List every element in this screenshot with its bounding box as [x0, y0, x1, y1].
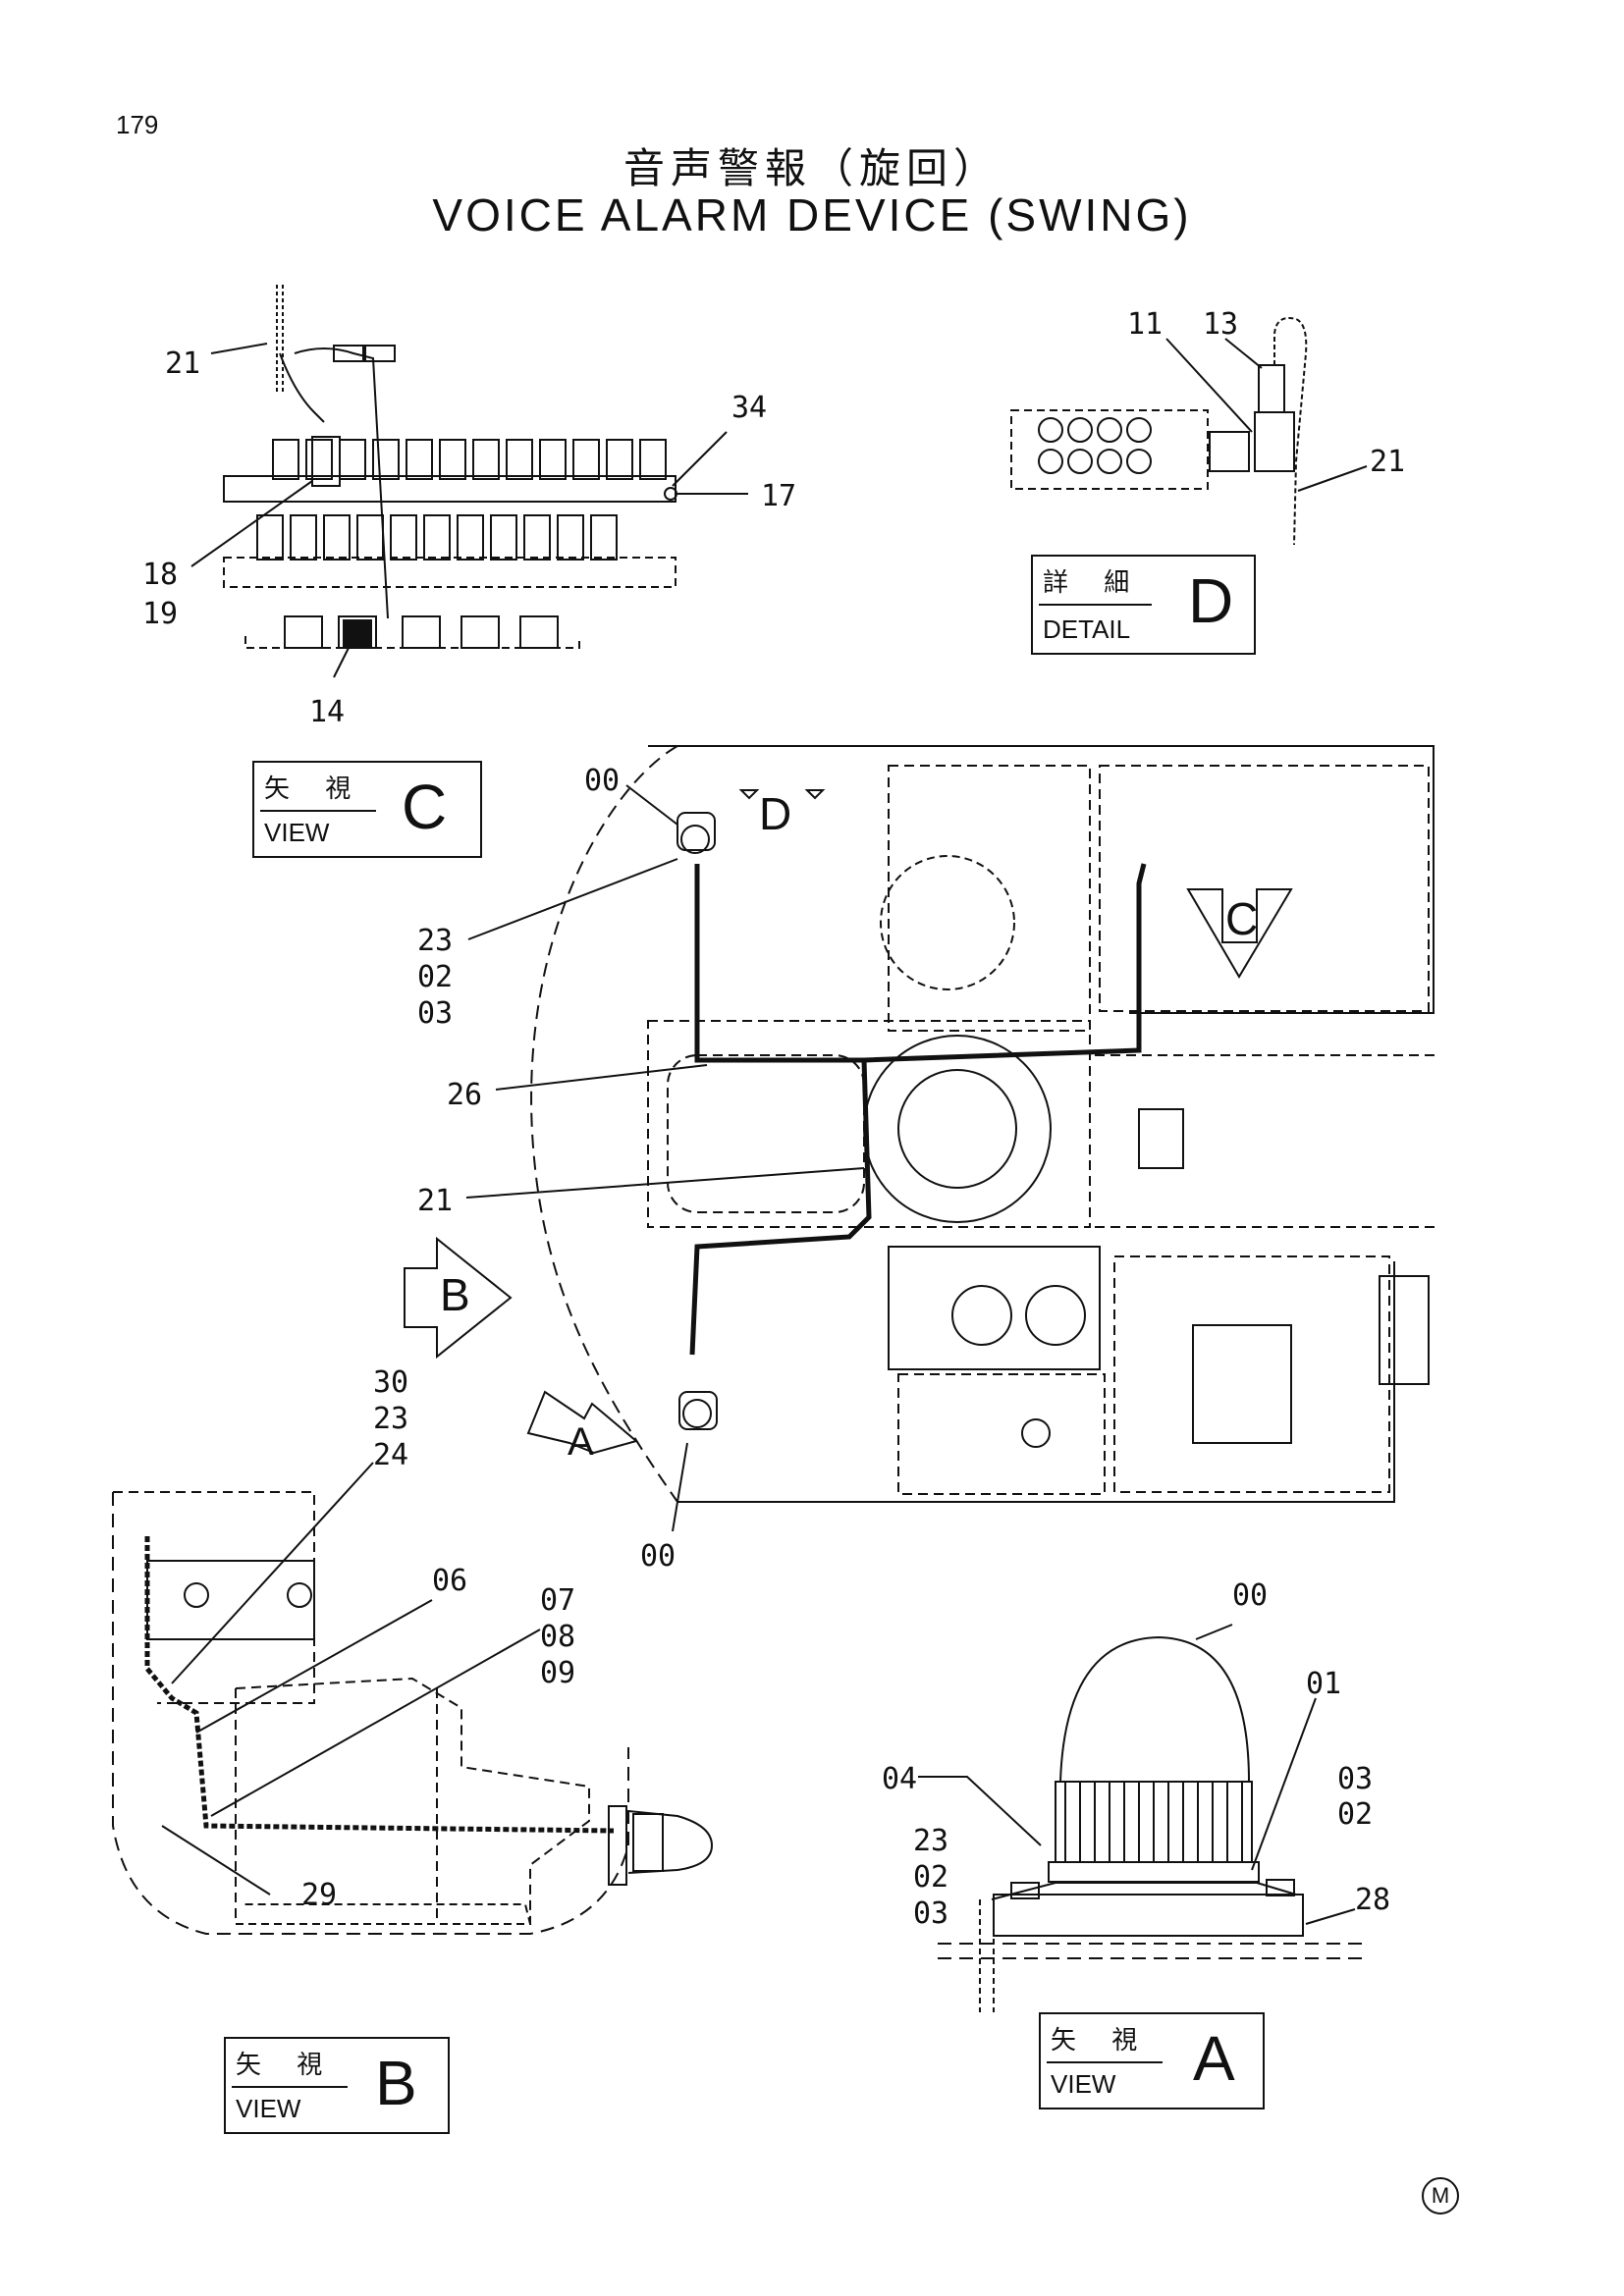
callout-26: 26: [447, 1078, 482, 1112]
callout-00-top: 00: [584, 764, 620, 798]
callout-28: 28: [1355, 1883, 1390, 1917]
view-b-box-jp: 矢 視: [236, 2051, 337, 2080]
title-japanese: 音声警報（旋回）: [623, 144, 1001, 192]
callout-30: 30: [373, 1365, 408, 1400]
callout-07: 07: [540, 1583, 575, 1618]
arrow-a-letter: A: [568, 1420, 594, 1464]
callout-14: 14: [309, 695, 345, 729]
view-c-box: 矢 視 VIEW C: [252, 761, 482, 858]
view-b-box-letter: B: [375, 2048, 417, 2118]
corner-m-mark: M: [1422, 2177, 1459, 2215]
view-a-box-en: VIEW: [1051, 2069, 1116, 2099]
callout-00-bottom: 00: [640, 1539, 676, 1574]
callout-labels: 21 34 17 18 19 14 11 13 21 00 23 02 03 2…: [142, 307, 1405, 1931]
callout-34: 34: [731, 391, 767, 425]
detail-d-valve: [1010, 317, 1308, 546]
detail-d-box-jp: 詳 細: [1043, 568, 1144, 598]
leader-lines: [161, 338, 1368, 1925]
callout-04: 04: [882, 1762, 917, 1796]
view-a-box-jp: 矢 視: [1051, 2026, 1152, 2056]
view-a-box: 矢 視 VIEW A: [1039, 2012, 1265, 2109]
callout-06: 06: [432, 1564, 467, 1598]
callout-02-main: 02: [417, 960, 453, 994]
callout-21-view-c: 21: [165, 347, 200, 381]
callout-21-main: 21: [417, 1184, 453, 1218]
view-c-box-jp: 矢 視: [264, 774, 365, 804]
detail-d-box-letter: D: [1188, 565, 1234, 636]
view-b-box: 矢 視 VIEW B: [224, 2037, 450, 2134]
callout-23-view-a: 23: [913, 1824, 948, 1858]
callout-17: 17: [761, 479, 796, 513]
callout-18: 18: [142, 558, 178, 592]
callout-02-view-a-right: 02: [1337, 1797, 1373, 1832]
detail-d-marker-letter: D: [759, 788, 791, 839]
view-c-fuse-box: [223, 285, 677, 649]
callout-23-view-b: 23: [373, 1402, 408, 1436]
callout-23-main: 23: [417, 924, 453, 958]
view-c-box-letter: C: [402, 772, 448, 842]
page-number: 179: [116, 110, 159, 139]
view-a-alarm: [938, 1635, 1365, 2012]
detail-d-box: 詳 細 DETAIL D: [1031, 555, 1256, 655]
view-b-box-en: VIEW: [236, 2094, 301, 2123]
main-machine-view: [404, 745, 1438, 1503]
arrow-b-letter: B: [440, 1269, 470, 1320]
callout-03-view-a-right: 03: [1337, 1762, 1373, 1796]
callout-02-view-a-left: 02: [913, 1860, 948, 1895]
callout-09: 09: [540, 1656, 575, 1690]
arrow-c-letter: C: [1225, 893, 1258, 944]
view-b: [112, 1491, 714, 1935]
view-a-box-letter: A: [1193, 2023, 1235, 2094]
detail-d-box-en: DETAIL: [1043, 614, 1131, 644]
view-c-box-en: VIEW: [264, 818, 330, 847]
callout-00-view-a: 00: [1232, 1578, 1268, 1613]
callout-03-view-a-left: 03: [913, 1896, 948, 1931]
callout-03-main: 03: [417, 996, 453, 1031]
callout-24: 24: [373, 1438, 408, 1472]
callout-08: 08: [540, 1620, 575, 1654]
callout-21-detail-d: 21: [1370, 445, 1405, 479]
callout-11: 11: [1127, 307, 1163, 342]
callout-13: 13: [1203, 307, 1238, 342]
callout-19: 19: [142, 597, 178, 631]
title-english: VOICE ALARM DEVICE (SWING): [432, 189, 1192, 240]
callout-01: 01: [1306, 1667, 1341, 1701]
callout-29: 29: [301, 1878, 337, 1912]
